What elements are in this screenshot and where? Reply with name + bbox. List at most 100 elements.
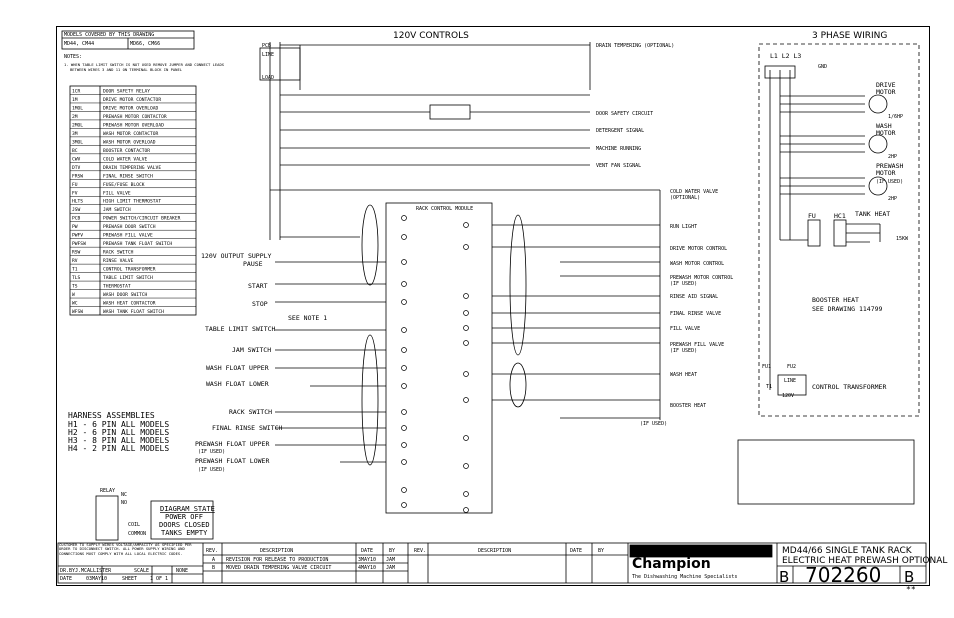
tp-fu1: FU1 (762, 364, 771, 370)
legend-code: TS (72, 284, 78, 290)
date-value: 03MAY10 (86, 576, 107, 582)
tp-t1: T1 (766, 384, 772, 390)
tp-gnd: GND (818, 64, 827, 70)
tp-wash: WASH (876, 122, 892, 130)
module-terminal (401, 442, 407, 448)
pcb-switch (259, 47, 301, 81)
legend-description: PREWASH MOTOR OVERLOAD (103, 122, 164, 128)
rack-control-module (385, 202, 493, 514)
input-prewash-lower: PREWASH FLOAT LOWER (195, 457, 269, 465)
legend-description: THERMOSTAT (103, 284, 131, 290)
models-title: MODELS COVERED BY THIS DRAWING (64, 32, 154, 38)
fu-block (807, 219, 821, 247)
legend-description: POWER SWITCH/CIRCUIT BREAKER (103, 216, 181, 222)
module-terminal (401, 299, 407, 305)
legend-code: 3MOL (72, 139, 83, 145)
legend-description: COLD WATER VALVE (103, 156, 147, 162)
hc1-block (833, 219, 847, 247)
tp-tank-heat: TANK HEAT (855, 210, 890, 218)
legend-description: WASH DOOR SWITCH (103, 292, 147, 298)
tp-drive: DRIVE (876, 81, 896, 89)
note-1b: BETWEEN WIRES 3 AND 11 ON TERMINAL BLOCK… (70, 67, 183, 72)
module-terminal (463, 491, 469, 497)
module-terminal (463, 371, 469, 377)
out-run-light: RUN LIGHT (670, 224, 697, 230)
module-terminal (401, 215, 407, 221)
legend-code: 1MOL (72, 105, 83, 111)
relay-no: NO (121, 500, 127, 506)
out-wash-heat: WASH HEAT (670, 372, 697, 378)
state-l1: POWER OFF (165, 513, 203, 521)
legend-description: PREWASH FILL VALVE (103, 233, 153, 239)
legend-description: CONTROL TRANSFORMER (103, 267, 156, 273)
legend-description: TABLE LIMIT SWITCH (103, 275, 153, 281)
legend-description: HIGH LIMIT THERMOSTAT (103, 199, 161, 205)
pcb-load: LOAD (262, 75, 274, 81)
tp-booster: BOOSTER HEAT (812, 296, 859, 304)
note-1: 1. WHEN TABLE LIMIT SWITCH IS NOT USED R… (64, 62, 225, 67)
out-prewash-fill: PREWASH FILL VALVE (670, 342, 724, 348)
tp-fu: FU (808, 212, 816, 220)
tp-motor-1: MOTOR (876, 88, 896, 96)
legend-code: RSW (72, 250, 81, 256)
out-final-rinse: FINAL RINSE VALVE (670, 311, 721, 317)
harness-h1: H1 - 6 PIN ALL MODELS (68, 420, 169, 429)
tp-ct: CONTROL TRANSFORMER (812, 383, 886, 391)
disconnect-block (764, 65, 796, 79)
legend-description: DRIVE MOTOR CONTACTOR (103, 97, 161, 103)
drby-value: J.MCALLISTER (75, 568, 112, 574)
out-machine-running: MACHINE RUNNING (596, 146, 641, 152)
legend-code: RV (72, 258, 78, 264)
tp-prewash: PREWASH (876, 162, 903, 170)
legend-code: JSW (72, 207, 81, 213)
input-table-limit: TABLE LIMIT SWITCH (205, 325, 276, 333)
input-stop: STOP (252, 300, 268, 308)
legend-description: FUSE/FUSE BLOCK (103, 182, 145, 188)
legend-code: T1 (72, 267, 78, 273)
legend-description: PREWASH TANK FLOAT SWITCH (103, 241, 172, 247)
legend-code: DTV (72, 165, 81, 171)
three-phase-box (758, 43, 920, 417)
legend-description: WASH TANK FLOAT SWITCH (103, 309, 164, 315)
drawing-stars: ** (906, 585, 916, 594)
wash-motor-circle (868, 134, 888, 154)
module-terminal (401, 383, 407, 389)
relay-symbol (95, 495, 119, 541)
input-supply: 120V OUTPUT SUPPLY (201, 252, 272, 260)
legend-code: FRSW (72, 173, 83, 179)
module-terminal (401, 459, 407, 465)
module-terminal (463, 435, 469, 441)
out-detergent: DETERGENT SIGNAL (596, 128, 644, 134)
legend-description: DRAIN TEMPERING VALVE (103, 165, 161, 171)
drawing-title-2: ELECTRIC HEAT PREWASH OPTIONAL (782, 556, 947, 566)
legend-description: WASH HEAT CONTACTOR (103, 301, 156, 307)
legend-description: DRIVE MOTOR OVERLOAD (103, 105, 159, 111)
legend-code: PW (72, 224, 78, 230)
rev2-h-date: DATE (570, 548, 582, 554)
three-phase-title: 3 PHASE WIRING (812, 31, 887, 41)
module-terminal (401, 409, 407, 415)
legend-description: PREWASH DOOR SWITCH (103, 224, 156, 230)
logo-bar (629, 544, 773, 558)
rev2-h-rev: REV. (414, 548, 426, 554)
model-a: MD44, CM44 (64, 41, 94, 47)
see-note: SEE NOTE 1 (288, 314, 327, 322)
harness-h4 (509, 362, 527, 408)
legend-code: WC (72, 301, 78, 307)
module-terminal (463, 222, 469, 228)
legend-code: BC (72, 148, 78, 154)
legend-code: 3M (72, 131, 78, 137)
drive-motor-circle (868, 94, 888, 114)
out-if-used-3: (IF USED) (640, 421, 667, 427)
title-block-frame (57, 542, 927, 584)
company-tagline: The Dishwashing Machine Specialists (632, 574, 737, 580)
tp-120v: 120V (782, 393, 794, 399)
out-vent-fan: VENT FAN SIGNAL (596, 163, 641, 169)
out-if-used-1: (IF USED) (670, 281, 697, 287)
module-terminal (401, 347, 407, 353)
legend-code: HLTS (72, 199, 83, 205)
tp-see-drawing: SEE DRAWING 114799 (812, 305, 883, 313)
module-terminal (401, 281, 407, 287)
tp-hc1: HC1 (834, 212, 846, 220)
